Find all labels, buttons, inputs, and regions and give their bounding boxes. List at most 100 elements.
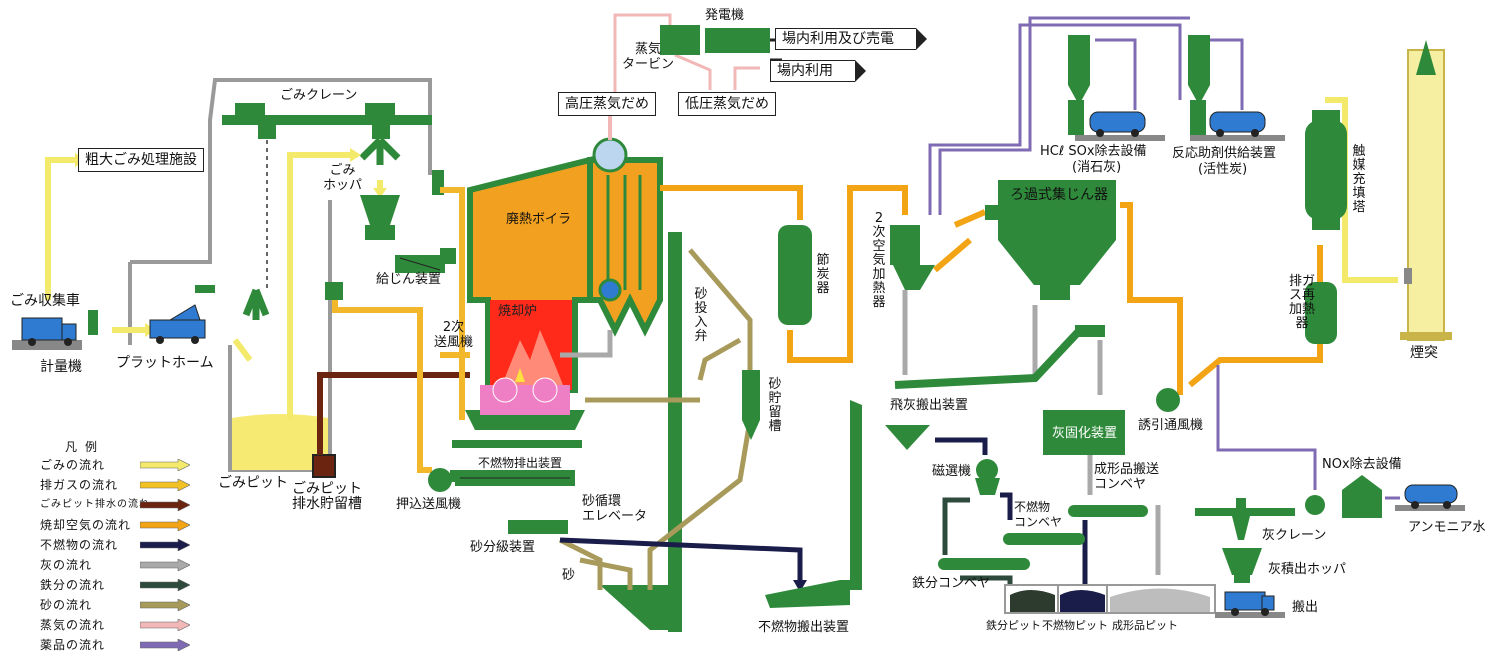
legend-arrow-icon [140, 459, 190, 471]
label-platform: プラットホーム [116, 355, 214, 371]
legend-item: 灰の流れ [40, 555, 200, 575]
label-product-pit: 成形品ピット [1112, 619, 1178, 632]
label-ash-solidifier: 灰固化装置 [1052, 426, 1118, 441]
legend-item: 砂の流れ [40, 595, 200, 615]
label-nox-removal: NOx除去設備 [1322, 457, 1402, 472]
label-incombustible-discharge: 不燃物排出装置 [478, 456, 563, 470]
label-secondary-air-heater: 2次空気加熱器 [872, 211, 886, 310]
label-ash-crane: 灰クレーン [1262, 528, 1327, 543]
air-flows [332, 187, 470, 473]
legend-title: 凡例 [64, 440, 105, 454]
induced-fan-icon [1156, 388, 1180, 412]
label-economizer: 節炭器 [816, 253, 830, 296]
label-inhouse-use: 場内利用 [770, 60, 866, 82]
legend-arrow-icon [140, 519, 190, 531]
label-ammonia: アンモニア水 [1408, 520, 1486, 535]
label-shipping: 搬出 [1292, 600, 1319, 615]
legend-item-label: 焼却空気の流れ [40, 518, 132, 532]
label-weighbridge: 計量機 [40, 359, 82, 375]
label-collection-truck: ごみ収集車 [10, 293, 80, 309]
legend-item-label: ごみピット排水の流れ [40, 499, 150, 510]
legend-item: ごみの流れ [40, 455, 200, 475]
label-iron-conveyor: 鉄分コンベヤ [912, 576, 991, 591]
product-conveyor-shape [1068, 505, 1148, 517]
sand-tank [742, 370, 760, 440]
legend-item: 鉄分の流れ [40, 575, 200, 595]
legend-arrow-icon [140, 479, 190, 491]
label-reagent-supply: 反応助剤供給装置 [1172, 146, 1277, 161]
collection-truck-icon [12, 310, 98, 350]
legend-item: 不燃物の流れ [40, 535, 200, 555]
platform-truck-icon [149, 285, 215, 344]
hopper-feeder [360, 170, 456, 273]
steam-system [608, 13, 782, 140]
incombustible-arrowhead [793, 580, 807, 592]
legend-arrow-icon [140, 559, 190, 571]
label-stack: 煙突 [1410, 345, 1438, 361]
chemical-silos [1068, 35, 1210, 135]
label-incombustible-out: 不燃物搬出装置 [758, 620, 850, 635]
magnetic-separator-shape [885, 425, 1000, 495]
legend-item: 薬品の流れ [40, 635, 200, 655]
chemical-trucks [1075, 111, 1285, 141]
label-feeder: 給じん装置 [376, 272, 442, 287]
legend-item-label: ごみの流れ [40, 458, 106, 472]
incombustible-out-shaft [850, 400, 862, 590]
legend-item-label: 砂の流れ [40, 598, 93, 612]
label-waste-pit: ごみピット [218, 475, 288, 491]
incombustible-flows-2 [935, 437, 1088, 590]
label-lp-header: 低圧蒸気だめ [678, 92, 776, 116]
incombustible-discharge [452, 232, 682, 632]
legend-item-label: 蒸気の流れ [40, 618, 106, 632]
label-iron-pit: 鉄分ピット [986, 619, 1041, 632]
label-sand-classifier: 砂分級装置 [470, 540, 536, 555]
stack-shape [1400, 40, 1452, 341]
catalyst-tower [1305, 110, 1347, 230]
legend: 凡例 ごみの流れ排ガスの流れごみピット排水の流れ焼却空気の流れ不燃物の流れ灰の流… [40, 438, 200, 655]
label-sand-valve: 砂投入弁 [694, 287, 708, 344]
label-secondary-fan: 2次 送風機 [434, 320, 474, 350]
economizer [778, 225, 812, 325]
legend-arrow-icon [140, 579, 190, 591]
storage-pits [1004, 584, 1216, 614]
fly-ash-conveyor-shape [894, 325, 1105, 389]
sand-flows [558, 248, 753, 590]
label-product-conveyor: 成形品搬送 コンベヤ [1094, 462, 1160, 492]
label-push-fan: 押込送風機 [396, 497, 462, 512]
legend-item: 排ガスの流れ [40, 475, 200, 495]
ash-flows [560, 290, 1161, 575]
legend-item: ごみピット排水の流れ [40, 495, 200, 515]
bag-filter [985, 180, 1116, 300]
legend-arrow-icon [140, 639, 190, 651]
label-drain-tank: ごみピット 排水貯留槽 [292, 481, 362, 512]
label-bulky-facility: 粗大ごみ処理施設 [78, 148, 204, 172]
small-conveyors [938, 533, 1085, 570]
legend-arrow-icon [140, 599, 190, 611]
drain-flow [317, 372, 470, 455]
label-hcl-sox: HCℓ SOx除去設備 [1040, 144, 1147, 159]
drain-tank-shape [312, 454, 336, 478]
label-slaked-lime: (消石灰) [1072, 160, 1122, 175]
label-ash-hopper: 灰積出ホッパ [1268, 562, 1347, 577]
legend-arrow-icon [140, 619, 190, 631]
legend-rows: ごみの流れ排ガスの流れごみピット排水の流れ焼却空気の流れ不燃物の流れ灰の流れ鉄分… [40, 455, 200, 655]
legend-item: 蒸気の流れ [40, 615, 200, 635]
gas-reheater [1305, 282, 1337, 344]
legend-item: 焼却空気の流れ [40, 515, 200, 535]
incombustible-flow [559, 537, 803, 582]
label-sand-elevator: 砂循環 エレベータ [582, 494, 648, 524]
label-incombustible-pit: 不燃物ピット [1042, 619, 1108, 632]
label-gas-reheater: 排ガス再加熱器 [1288, 274, 1315, 331]
label-bag-filter: ろ過式集じん器 [1010, 187, 1108, 203]
label-steam-turbine: 蒸気 タービン [622, 42, 675, 72]
label-magnetic-separator: 磁選機 [932, 464, 972, 479]
label-sand-tank: 砂貯留槽 [768, 377, 782, 434]
legend-item-label: 薬品の流れ [40, 638, 106, 652]
secondary-air-heater [890, 225, 935, 290]
legend-item-label: 排ガスの流れ [40, 478, 119, 492]
legend-arrow-icon [140, 499, 190, 511]
label-fly-ash-conveyor: 飛灰搬出装置 [890, 398, 969, 413]
label-power-use-sale: 場内利用及び売電 [775, 28, 927, 50]
